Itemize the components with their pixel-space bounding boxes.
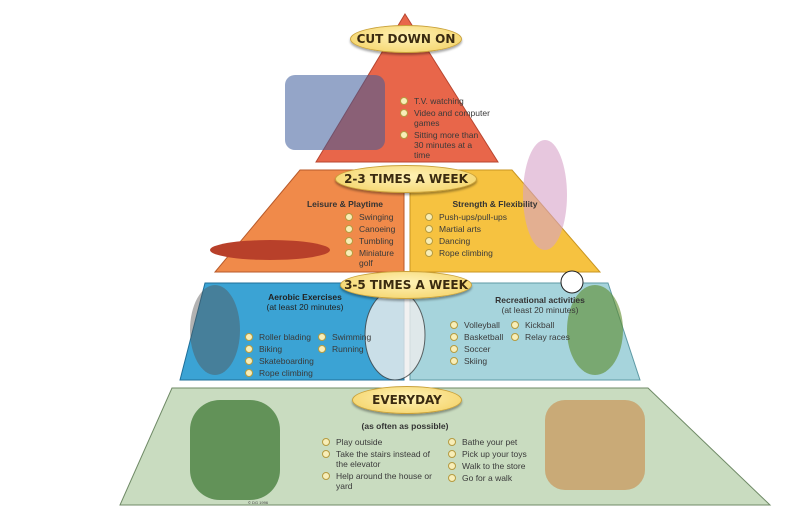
leisure-heading: Leisure & Playtime	[306, 199, 384, 209]
list-item: Soccer	[450, 344, 515, 354]
list-item: Martial arts	[425, 224, 525, 234]
list-item: Rope climbing	[425, 248, 525, 258]
list-item: Play outside	[322, 437, 442, 447]
label-3-5-times: 3-5 TIMES A WEEK	[340, 271, 472, 299]
soccer-kid-illustration	[567, 285, 623, 375]
copyright: © DG 1996	[248, 500, 269, 505]
list-item: Go for a walk	[448, 473, 548, 483]
everyday-sub: (as often as possible)	[361, 421, 449, 431]
list-item: Roller blading	[245, 332, 320, 342]
tv-kid-illustration	[285, 75, 385, 150]
list-item: Kickball	[511, 320, 581, 330]
recreational-sub: (at least 20 minutes)	[501, 305, 579, 315]
skater-illustration	[190, 285, 240, 375]
recreational-list-1: Volleyball Basketball Soccer Skiing	[450, 320, 515, 368]
list-item: Take the stairs instead of the elevator	[322, 449, 442, 469]
list-item: Swimming	[318, 332, 388, 342]
dog-bath-illustration	[545, 400, 645, 490]
list-item: Tumbling	[345, 236, 405, 246]
everyday-list-2: Bathe your pet Pick up your toys Walk to…	[448, 437, 548, 485]
list-item: Rope climbing	[245, 368, 320, 378]
list-item: Miniature golf	[345, 248, 405, 268]
aerobic-heading: Aerobic Exercises	[268, 292, 342, 302]
list-item: Basketball	[450, 332, 515, 342]
list-item: Biking	[245, 344, 320, 354]
aerobic-list-2: Swimming Running	[318, 332, 388, 356]
list-item: Relay races	[511, 332, 581, 342]
list-item: Skateboarding	[245, 356, 320, 366]
aerobic-sub: (at least 20 minutes)	[266, 302, 344, 312]
list-item: Swinging	[345, 212, 405, 222]
strength-list: Push-ups/pull-ups Martial arts Dancing R…	[425, 212, 525, 260]
strength-heading: Strength & Flexibility	[452, 199, 538, 209]
label-2-3-times: 2-3 TIMES A WEEK	[335, 165, 477, 193]
list-item: T.V. watching	[400, 96, 490, 106]
list-item: Video and computer games	[400, 108, 490, 128]
canoe-illustration	[210, 240, 330, 260]
aerobic-list-1: Roller blading Biking Skateboarding Rope…	[245, 332, 320, 380]
list-item: Push-ups/pull-ups	[425, 212, 525, 222]
list-item: Dancing	[425, 236, 525, 246]
leisure-list: Swinging Canoeing Tumbling Miniature gol…	[345, 212, 405, 270]
list-item: Pick up your toys	[448, 449, 548, 459]
cut-down-list: T.V. watching Video and computer games S…	[400, 96, 490, 162]
list-item: Volleyball	[450, 320, 515, 330]
list-item: Sitting more than 30 minutes at a time	[400, 130, 490, 160]
recreational-list-2: Kickball Relay races	[511, 320, 581, 344]
recreational-heading: Recreational activities	[495, 295, 585, 305]
treehouse-illustration	[190, 400, 280, 500]
list-item: Walk to the store	[448, 461, 548, 471]
soccer-ball-illustration	[560, 270, 584, 294]
label-cut-down-on: CUT DOWN ON	[350, 25, 462, 53]
everyday-list-1: Play outside Take the stairs instead of …	[322, 437, 442, 493]
label-everyday: EVERYDAY	[352, 386, 462, 414]
list-item: Canoeing	[345, 224, 405, 234]
list-item: Skiing	[450, 356, 515, 366]
dancer-illustration	[523, 140, 567, 250]
list-item: Running	[318, 344, 388, 354]
list-item: Help around the house or yard	[322, 471, 442, 491]
layer-3-5-left	[179, 282, 405, 381]
list-item: Bathe your pet	[448, 437, 548, 447]
